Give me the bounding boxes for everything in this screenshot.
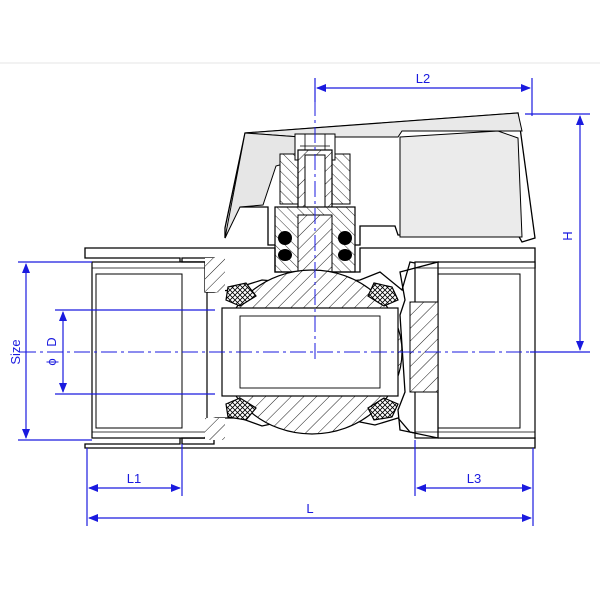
h-label: H: [560, 231, 575, 240]
valve-body: [84, 247, 536, 449]
dimension-diameter: ϕ D: [44, 309, 215, 395]
dimension-size: Size: [8, 261, 92, 441]
right-port-tube: [437, 273, 521, 429]
l1-label: L1: [127, 471, 141, 486]
handle-grip: [399, 130, 523, 238]
left-wall-block-top: [205, 258, 225, 292]
dimension-l1: L1: [86, 444, 183, 496]
left-wall-block-bottom: [205, 418, 225, 440]
seat-top-left: [225, 282, 257, 307]
left-port-tube: [95, 273, 183, 429]
l-label: L: [306, 501, 313, 516]
right-insert-hex: [409, 301, 439, 393]
dimension-l3: L3: [414, 440, 534, 496]
seat-top-right: [367, 282, 399, 307]
phi-symbol: ϕ: [44, 358, 59, 365]
d-label: D: [44, 337, 59, 346]
seat-bottom-left: [225, 397, 257, 421]
o-ring-right-bottom: [338, 249, 352, 261]
l2-label: L2: [416, 71, 430, 86]
o-ring-right-top: [338, 231, 352, 245]
dimension-l: L: [86, 496, 534, 526]
dimension-l2: L2: [314, 71, 533, 116]
o-ring-left-bottom: [278, 249, 292, 261]
handle: [224, 112, 536, 246]
o-ring-left-top: [278, 231, 292, 245]
size-label: Size: [8, 339, 23, 364]
dimension-h: H: [525, 113, 590, 353]
l3-label: L3: [467, 471, 481, 486]
seat-bottom-right: [367, 397, 399, 421]
